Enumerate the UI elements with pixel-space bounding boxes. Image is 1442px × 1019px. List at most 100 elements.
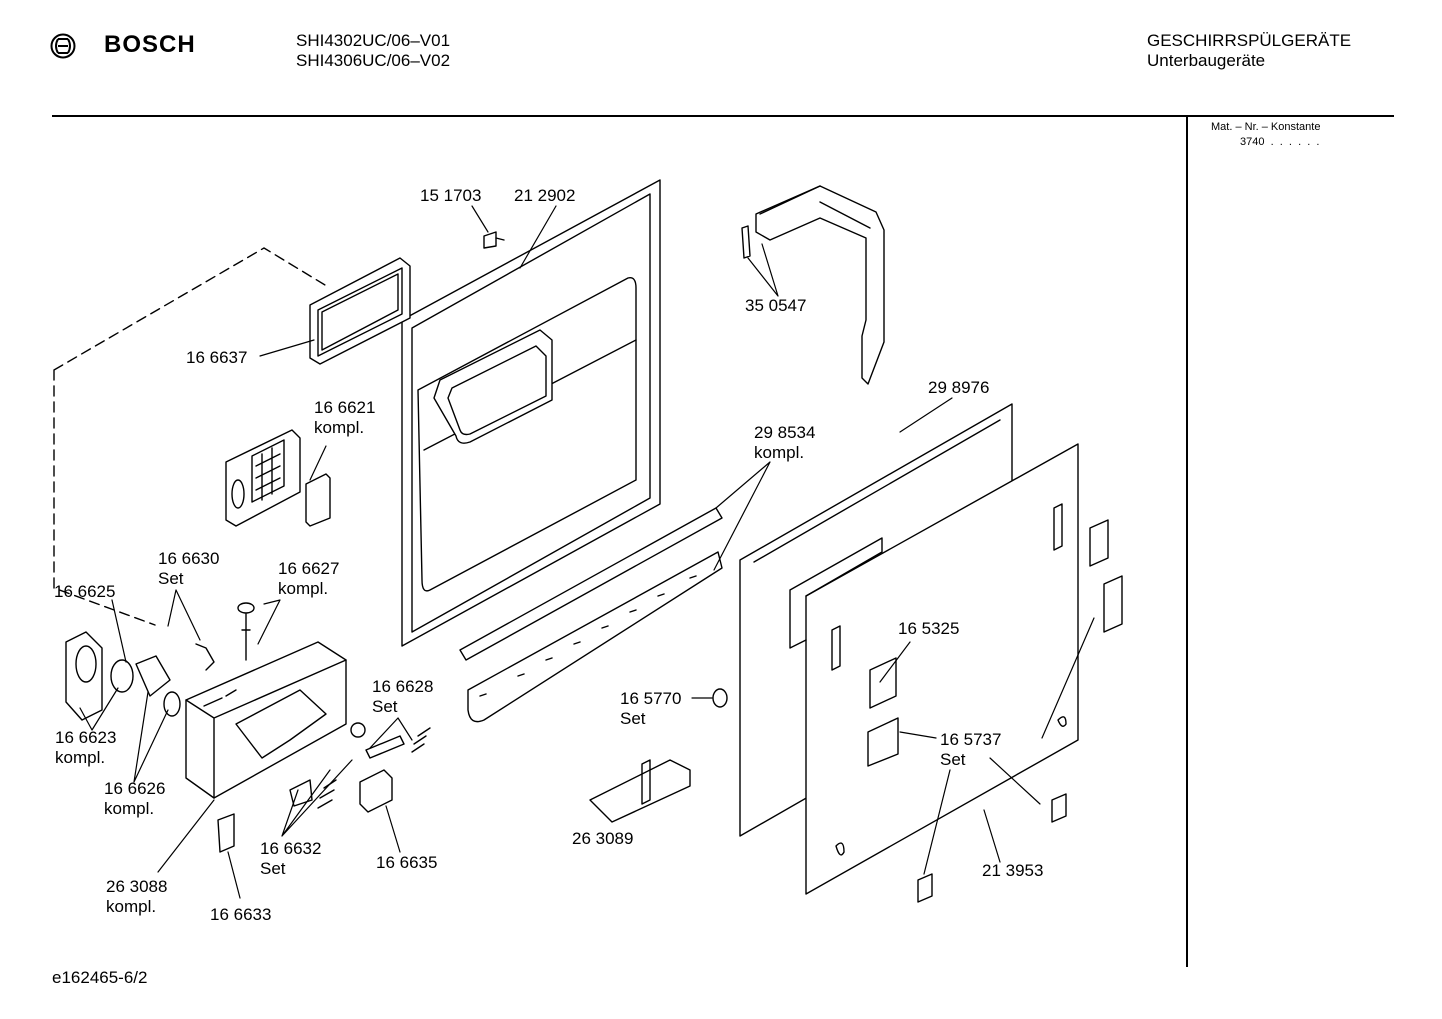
part-label-p166637: 16 6637: [186, 348, 247, 368]
part-note: kompl.: [106, 897, 157, 916]
part-label-p166635: 16 6635: [376, 853, 437, 873]
door-latch: [589, 759, 691, 823]
part-number: 16 6635: [376, 853, 438, 872]
part-number: 16 6621: [314, 398, 376, 417]
part-label-p212902: 21 2902: [514, 186, 575, 206]
part-note: Set: [260, 859, 286, 878]
part-label-p166625: 16 6625: [54, 582, 115, 602]
model-number-1: SHI4302UC/06–V01: [296, 31, 451, 50]
valve-insert: [135, 655, 171, 697]
hinge-plate: [1103, 575, 1123, 633]
bosch-logo: [50, 33, 76, 59]
appliance-category: GESCHIRRSPÜLGERÄTE: [1147, 31, 1352, 50]
part-label-p263089: 26 3089: [572, 829, 633, 849]
part-number: 16 5770: [620, 689, 682, 708]
inner-door-panel: [401, 179, 661, 647]
part-label-p151703: 15 1703: [420, 186, 481, 206]
sidebar-constant-value: 3740 . . . . . .: [1240, 136, 1320, 148]
part-label-p166633: 16 6633: [210, 905, 271, 925]
knob-icon: [237, 602, 255, 614]
control-module: [185, 641, 347, 799]
part-note: Set: [158, 569, 184, 588]
bracket-block-2: [867, 717, 899, 767]
decor-frame: [789, 443, 1079, 895]
part-note: kompl.: [314, 418, 365, 437]
part-number: 26 3088: [106, 877, 168, 896]
appliance-subcategory: Unterbaugeräte: [1147, 51, 1266, 70]
part-number: 15 1703: [420, 186, 482, 205]
latch-tongue: [641, 759, 651, 805]
part-number: 16 6627: [278, 559, 340, 578]
hinge-block: [1089, 519, 1109, 567]
part-note: Set: [620, 709, 646, 728]
plunger-rod: [241, 613, 251, 661]
sidebar-divider: [1186, 117, 1188, 967]
model-number-2: SHI4306UC/06–V02: [296, 51, 451, 70]
sidebar-mat-nr-label: Mat. – Nr. – Konstante: [1211, 121, 1321, 133]
part-number: 16 6623: [55, 728, 117, 747]
ball-icon: [350, 722, 366, 738]
part-note: kompl.: [278, 579, 329, 598]
exploded-parts-diagram: [53, 179, 1123, 903]
part-number: 16 6632: [260, 839, 322, 858]
bracket-block: [869, 657, 897, 709]
dispenser-cover: [225, 429, 331, 527]
part-label-p298976: 29 8976: [928, 378, 989, 398]
actuator-part: [289, 779, 313, 807]
lever-part: [365, 735, 405, 759]
part-note: Set: [940, 750, 966, 769]
hinge-bracket: [741, 185, 885, 385]
part-label-p213953: 21 3953: [982, 861, 1043, 881]
document-id: e162465-6/2: [52, 968, 148, 987]
bosch-armature-icon: [50, 33, 76, 59]
part-note: kompl.: [104, 799, 155, 818]
part-label-p350547: 35 0547: [745, 296, 806, 316]
mount-clip-2: [1051, 793, 1067, 823]
brand-name: BOSCH: [104, 31, 196, 58]
part-note: Set: [372, 697, 398, 716]
part-number: 26 3089: [572, 829, 634, 848]
part-number: 16 6630: [158, 549, 220, 568]
o-ring-icon: [110, 659, 134, 693]
magnet-part: [359, 769, 393, 813]
part-number: 16 5737: [940, 730, 1002, 749]
part-number: 21 3953: [982, 861, 1044, 880]
part-number: 16 6628: [372, 677, 434, 696]
seal-frame: [309, 257, 411, 365]
spring-icon: [411, 727, 431, 753]
header-rule: [52, 115, 1394, 117]
gasket-ring: [163, 691, 181, 717]
leader-lines: [79, 205, 1095, 899]
dispenser-cap: [65, 631, 103, 721]
part-number: 16 6633: [210, 905, 272, 924]
screw-icon: [483, 231, 505, 249]
trim-strip: [459, 507, 723, 723]
part-number: 29 8976: [928, 378, 990, 397]
clip-part: [217, 813, 235, 853]
part-note: kompl.: [55, 748, 106, 767]
spring-clip: [195, 643, 215, 671]
part-number: 16 6626: [104, 779, 166, 798]
part-number: 16 5325: [898, 619, 960, 638]
assembly-dashed-line: [53, 247, 326, 626]
part-number: 16 6625: [54, 582, 116, 601]
part-number: 35 0547: [745, 296, 807, 315]
part-label-p165325: 16 5325: [898, 619, 959, 639]
part-number: 29 8534: [754, 423, 816, 442]
part-note: kompl.: [754, 443, 805, 462]
stop-knob-icon: [712, 688, 728, 708]
part-number: 21 2902: [514, 186, 576, 205]
part-number: 16 6637: [186, 348, 248, 367]
mount-clip: [917, 873, 933, 903]
